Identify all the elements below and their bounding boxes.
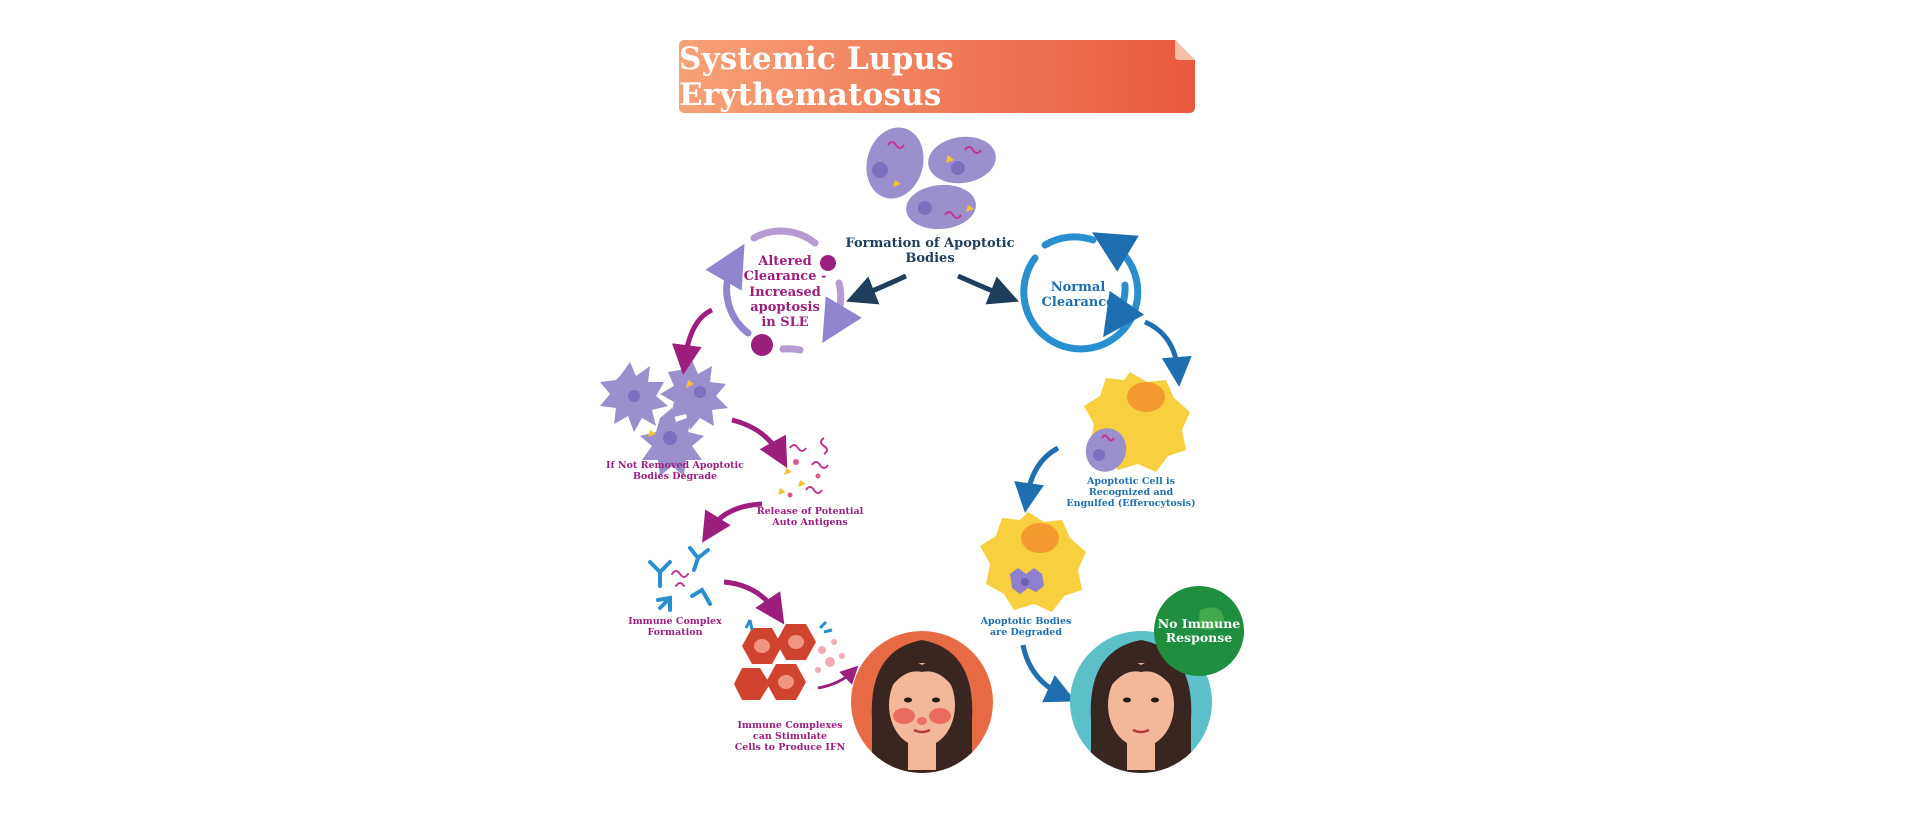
arrow-icon <box>723 579 785 625</box>
no-response-label: No Immune Response <box>1153 585 1245 677</box>
normal-cycle-label-line: Clearance <box>1041 295 1115 311</box>
no-response-badge <box>1154 586 1244 676</box>
degraded-body-icon <box>980 512 1086 612</box>
immune-complex-label: Immune Complex Formation <box>624 616 726 639</box>
title-banner <box>679 40 1195 113</box>
efferocytosis-label-line: Apoptotic Cell is Recognized and <box>1087 476 1175 498</box>
arrow-icon <box>1020 644 1076 703</box>
center-label-line: Bodies <box>905 251 955 267</box>
sle-cycle-label-line: in SLE <box>761 315 809 331</box>
ifn-label-line: can Stimulate <box>752 730 828 742</box>
sle-cycle-label: Altered Clearance - Increased apoptosis … <box>735 254 835 331</box>
antigens-label-line: Release of Potential <box>756 506 864 517</box>
arrow-icon <box>846 273 908 305</box>
page-title: Systemic Lupus Erythematosus <box>679 40 954 113</box>
normal-cycle-label: Normal Clearance <box>1038 280 1118 311</box>
arrow-icon <box>702 501 763 543</box>
cycle-arrow-icon <box>1020 232 1145 353</box>
sle-face-icon <box>851 631 993 773</box>
apoptotic-bodies-icon <box>866 127 996 230</box>
normal-cycle-label-line: Normal <box>1050 280 1106 295</box>
immune-complex-label-line: Immune Complex <box>628 616 722 627</box>
degraded-label: Apoptotic Bodies are Degraded <box>976 616 1076 639</box>
efferocytosis-label: Apoptotic Cell is Recognized and Engulfe… <box>1056 476 1206 510</box>
antigens-label: Release of Potential Auto Antigens <box>754 506 866 529</box>
ifn-label: Immune Complexes can Stimulate Cells to … <box>730 720 850 754</box>
degrade-label: If Not Removed Apoptotic Bodies Degrade <box>604 460 746 483</box>
arrow-icon <box>1014 445 1060 513</box>
antigens-label-line: Auto Antigens <box>772 516 848 528</box>
sle-cycle-label-line: Altered <box>758 254 812 269</box>
no-response-label-line: No Immune <box>1157 615 1241 631</box>
efferocytosis-label-line: Engulfed (Efferocytosis) <box>1066 497 1196 509</box>
arrow-icon <box>671 307 714 375</box>
degrade-label-line: If Not Removed Apoptotic <box>606 460 744 471</box>
arrow-icon <box>817 665 859 690</box>
antigen-fragments-icon <box>778 437 829 498</box>
arrow-icon <box>1143 319 1192 387</box>
degraded-label-line: are Degraded <box>990 626 1062 638</box>
apoptotic-bodies-icon <box>600 360 728 476</box>
degrade-label-line: Bodies Degrade <box>632 470 718 482</box>
cycle-arrow-icon <box>705 227 862 356</box>
arrow-icon <box>731 417 788 469</box>
antibody-icon <box>648 546 712 612</box>
arrow-icon <box>956 273 1019 305</box>
ifn-label-line: Cells to Produce IFN <box>734 741 846 753</box>
ifn-cells-icon <box>734 619 845 700</box>
sle-cycle-label-line: Clearance - <box>743 269 827 285</box>
immune-complex-label-line: Formation <box>647 626 703 638</box>
efferocyte-icon <box>1084 372 1190 472</box>
ifn-label-line: Immune Complexes <box>737 720 843 731</box>
center-label-line: Formation of Apoptotic <box>845 236 1015 251</box>
center-label: Formation of Apoptotic Bodies <box>840 236 1020 267</box>
sle-cycle-label-line: apoptosis <box>750 299 820 315</box>
degraded-label-line: Apoptotic Bodies <box>980 616 1072 627</box>
no-response-label-line: Response <box>1165 630 1233 645</box>
sle-cycle-label-line: Increased <box>749 284 821 300</box>
